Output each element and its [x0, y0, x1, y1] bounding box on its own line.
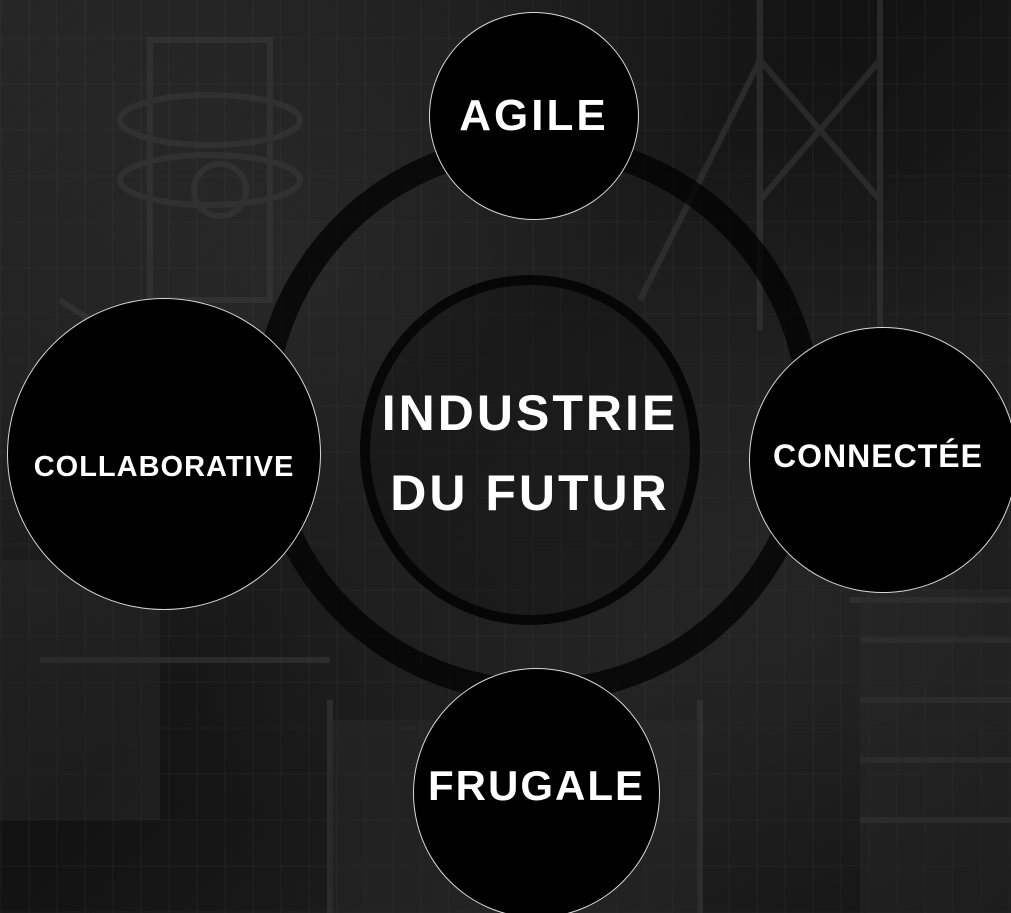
- node-connectee-label: CONNECTÉE: [773, 437, 983, 474]
- center-hub: INDUSTRIE DU FUTUR: [360, 275, 700, 625]
- node-agile-label: AGILE: [459, 91, 609, 140]
- node-frugale: FRUGALE: [413, 668, 660, 913]
- node-collaborative: COLLABORATIVE: [7, 298, 321, 610]
- node-frugale-label: FRUGALE: [428, 761, 645, 809]
- node-collaborative-label: COLLABORATIVE: [33, 450, 295, 483]
- center-title: INDUSTRIE DU FUTUR: [382, 373, 678, 533]
- center-title-line-2: DU FUTUR: [390, 465, 670, 521]
- node-connectee: CONNECTÉE: [749, 327, 1011, 593]
- node-agile: AGILE: [429, 12, 639, 220]
- center-title-line-1: INDUSTRIE: [381, 385, 679, 441]
